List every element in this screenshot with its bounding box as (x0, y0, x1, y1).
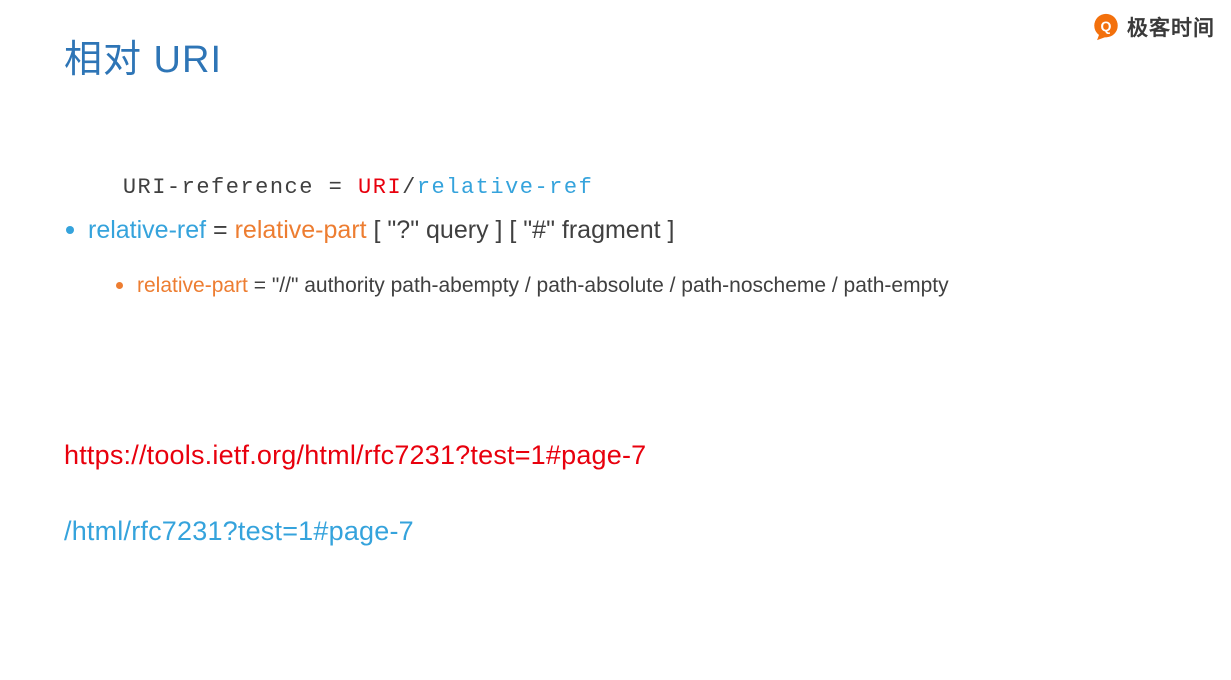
grammar-uri: URI (358, 175, 403, 200)
relative-ref-equals: = (206, 216, 235, 244)
relative-part-term: relative-part (137, 274, 248, 297)
grammar-separator: / (402, 175, 417, 200)
brand-name: 极客时间 (1127, 17, 1215, 40)
grammar-lhs: URI-reference = (122, 175, 359, 200)
example-absolute-url: https://tools.ietf.org/html/rfc7231?test… (64, 440, 647, 470)
bullet-dot-icon (66, 226, 74, 234)
bullet-relative-ref-text: relative-ref = relative-part [ "?" query… (88, 216, 674, 245)
page-title: 相对 URI (64, 39, 223, 81)
relative-part-equals: = (247, 274, 272, 297)
relative-part-term-ref: relative-part (234, 216, 367, 244)
relative-ref-term: relative-ref (88, 216, 207, 244)
geektime-logo-icon: Q (1091, 12, 1121, 42)
brand: Q 极客时间 (1091, 12, 1215, 42)
bullet-relative-part-text: relative-part = "//" authority path-abem… (137, 274, 949, 298)
example-relative-ref: /html/rfc7231?test=1#page-7 (64, 516, 414, 546)
grammar-line: URI-reference = URI/relative-ref (64, 150, 593, 225)
grammar-relative-ref: relative-ref (416, 175, 594, 200)
relative-part-suffix: "//" authority path-abempty / path-absol… (271, 274, 949, 297)
bullet-relative-part: relative-part = "//" authority path-abem… (116, 274, 949, 298)
svg-text:Q: Q (1101, 18, 1112, 34)
relative-ref-suffix: [ "?" query ] [ "#" fragment ] (366, 216, 675, 244)
bullet-dot-icon (116, 282, 123, 289)
bullet-relative-ref: relative-ref = relative-part [ "?" query… (66, 216, 674, 245)
